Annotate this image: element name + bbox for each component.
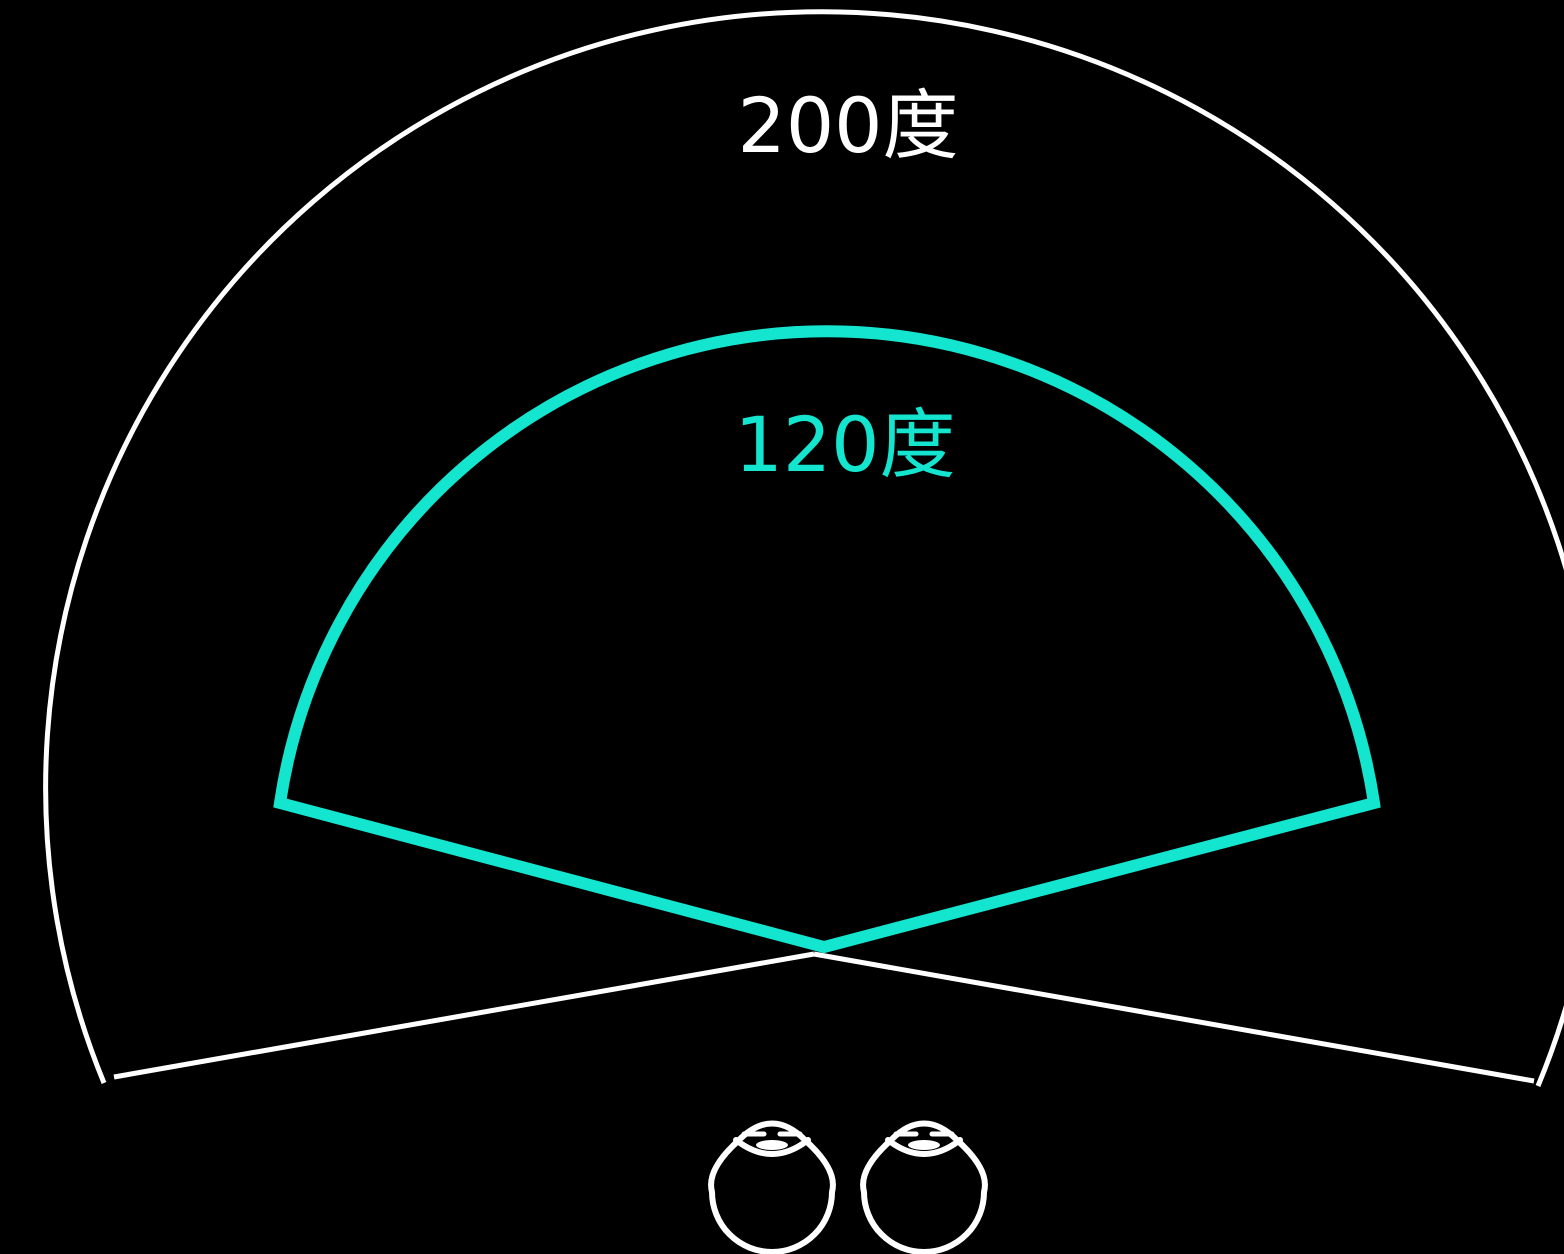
outer-left-boundary [113,951,815,1080]
inner-field-shape [273,325,1381,954]
inner-field-of-view: 120度 [273,325,1381,954]
right-eye-icon [860,1120,988,1254]
left-eye-icon [708,1120,836,1254]
viewer-eyes [708,1120,988,1254]
inner-field-label: 120度 [734,400,955,489]
outer-right-boundary [813,951,1535,1084]
outer-field-of-view: 200度 [43,9,1564,1087]
outer-field-label: 200度 [737,81,958,170]
outer-arc [43,9,1564,1087]
